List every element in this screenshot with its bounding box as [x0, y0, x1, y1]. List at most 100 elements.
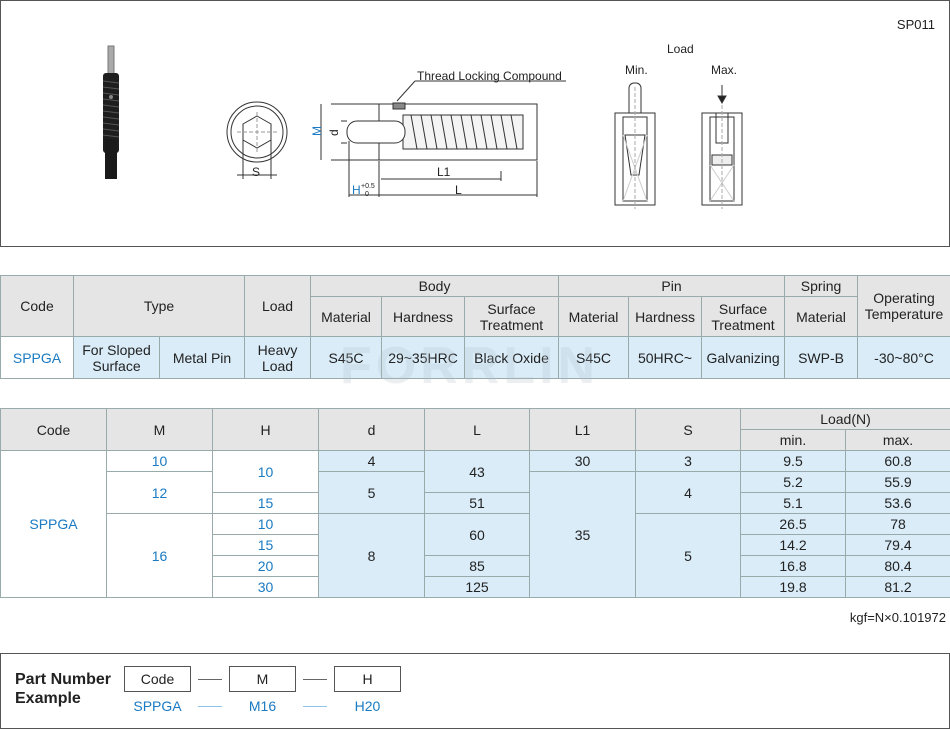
dim-load-min: 5.1: [740, 492, 846, 514]
dim-header-code: Code: [0, 408, 107, 451]
end-view: [226, 101, 288, 179]
s-dimension-label: S: [252, 165, 260, 179]
dim-header-m: M: [106, 408, 213, 451]
header-body-hardness: Hardness: [381, 296, 466, 337]
dim-l: 60: [424, 513, 530, 556]
pn-box-code: Code: [124, 666, 191, 692]
dim-load-max: 53.6: [845, 492, 950, 514]
spec-body-material: S45C: [310, 336, 383, 379]
dim-header-l: L: [424, 408, 530, 451]
dim-header-max: max.: [845, 429, 950, 451]
dim-m: 16: [106, 513, 213, 598]
d-dimension-label: d: [327, 129, 341, 136]
specification-table: Code Type Load Body Pin Spring Operating…: [0, 275, 950, 379]
dim-header-min: min.: [740, 429, 846, 451]
dim-s: 5: [635, 513, 741, 598]
spec-spring-material: SWP-B: [784, 336, 859, 379]
spec-pin-hardness: 50HRC~: [628, 336, 703, 379]
load-min-view: [614, 82, 656, 209]
l1-dimension-label: L1: [437, 165, 451, 179]
dim-m: 12: [106, 471, 213, 514]
header-spring-material: Material: [784, 296, 859, 337]
pn-box-h: H: [334, 666, 401, 692]
dim-load-min: 16.8: [740, 555, 846, 577]
h-dimension-label: H: [352, 183, 361, 197]
dim-header-load: Load(N): [740, 408, 950, 430]
header-pin-material: Material: [558, 296, 630, 337]
header-load: Load: [244, 275, 312, 337]
m-dimension-label: M: [310, 126, 324, 136]
dim-load-min: 9.5: [740, 450, 846, 472]
dim-h: 15: [212, 492, 319, 514]
pn-box-m: M: [229, 666, 296, 692]
dim-h: 20: [212, 555, 319, 577]
header-pin-surface: Surface Treatment: [701, 296, 786, 337]
dim-h: 10: [212, 513, 319, 535]
dim-load-max: 81.2: [845, 576, 950, 598]
dim-l1: 30: [529, 450, 636, 472]
pn-value-separator: [303, 706, 327, 707]
spec-type2: Metal Pin: [158, 336, 246, 379]
dim-l: 43: [424, 450, 530, 493]
dim-m: 10: [106, 450, 213, 472]
header-pin-hardness: Hardness: [628, 296, 703, 337]
l-dimension-label: L: [455, 183, 462, 197]
product-code-label: SP011: [896, 17, 935, 32]
pn-separator: [198, 679, 222, 680]
spec-type1: For Sloped Surface: [73, 336, 160, 379]
spec-op-temp: -30~80°C: [857, 336, 950, 379]
dim-s: 3: [635, 450, 741, 472]
header-body-surface: Surface Treatment: [464, 296, 560, 337]
dim-load-min: 5.2: [740, 471, 846, 493]
spec-body-surface: Black Oxide: [464, 336, 560, 379]
dim-l: 125: [424, 576, 530, 598]
dim-d: 5: [318, 471, 425, 514]
header-body-material: Material: [310, 296, 383, 337]
load-min-label: Min.: [625, 63, 648, 77]
spec-load: Heavy Load: [244, 336, 312, 379]
dim-h: 15: [212, 534, 319, 556]
dim-load-min: 19.8: [740, 576, 846, 598]
pn-value-separator: [198, 706, 222, 707]
dimension-table: Code M H d L L1 S Load(N) min. max. SPPG…: [0, 408, 950, 598]
dim-h: 30: [212, 576, 319, 598]
load-max-label: Max.: [711, 63, 737, 77]
pn-separator: [303, 679, 327, 680]
dim-load-max: 60.8: [845, 450, 950, 472]
technical-drawing: S Thread Locking Compound M d L1 L: [102, 42, 743, 209]
section-view: [320, 80, 566, 197]
dim-l1: 35: [529, 471, 636, 598]
header-spring: Spring: [784, 275, 859, 297]
h-tolerance-lower: 0: [365, 191, 369, 198]
conversion-note: kgf=N×0.101972: [849, 610, 946, 625]
dim-load-min: 26.5: [740, 513, 846, 535]
dim-load-max: 55.9: [845, 471, 950, 493]
dim-load-max: 80.4: [845, 555, 950, 577]
dim-load-min: 14.2: [740, 534, 846, 556]
header-pin: Pin: [558, 275, 786, 297]
dim-h: 10: [212, 450, 319, 493]
dim-load-max: 79.4: [845, 534, 950, 556]
dim-header-d: d: [318, 408, 425, 451]
part-number-example: Part Number Example Code M H SPPGA M16 H…: [0, 653, 950, 729]
header-op-temp: Operating Temperature: [857, 275, 950, 337]
thread-locking-label: Thread Locking Compound: [417, 69, 562, 83]
dim-l: 51: [424, 492, 530, 514]
dim-header-l1: L1: [529, 408, 636, 451]
pn-value-m: M16: [248, 698, 277, 714]
part-number-title: Part Number Example: [15, 671, 112, 707]
header-body: Body: [310, 275, 560, 297]
pn-value-h: H20: [354, 698, 381, 714]
dim-l: 85: [424, 555, 530, 577]
spec-pin-material: S45C: [558, 336, 630, 379]
dim-s: 4: [635, 471, 741, 514]
dim-header-h: H: [212, 408, 319, 451]
spec-pin-surface: Galvanizing: [701, 336, 786, 379]
load-label: Load: [667, 42, 694, 56]
header-code: Code: [0, 275, 74, 337]
spec-code: SPPGA: [0, 336, 74, 379]
header-type: Type: [72, 275, 246, 337]
dim-header-s: S: [635, 408, 741, 451]
dim-d: 8: [318, 513, 425, 598]
product-photo: [102, 45, 120, 179]
